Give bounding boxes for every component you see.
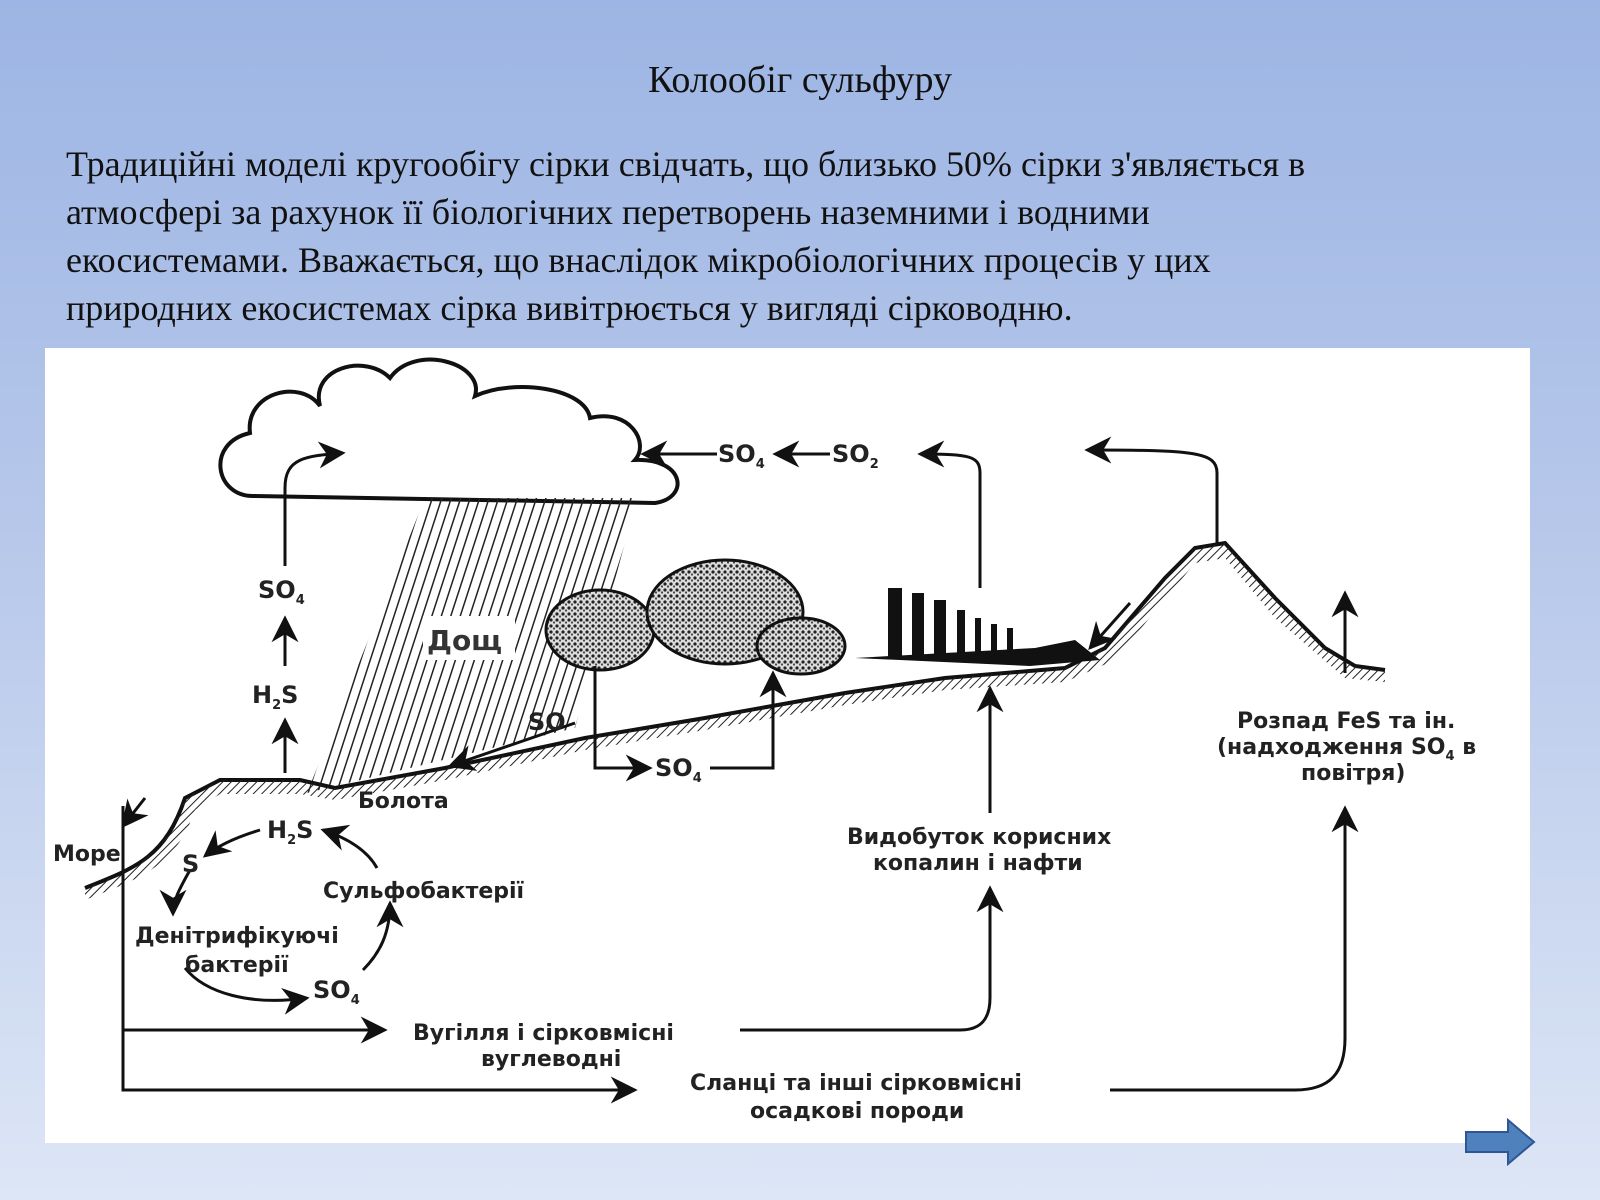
tree-icon	[755, 616, 847, 676]
cycle-arrow	[361, 900, 404, 972]
coal-label: Вугілля і сірковмісні	[413, 1021, 674, 1046]
paragraph-line: атмосфері за рахунок її біологічних пере…	[66, 192, 1150, 232]
cycle-arrow	[202, 828, 261, 858]
rain-label-bg	[423, 616, 515, 660]
denitrifying-bacteria-label: Денітрифікуючі	[135, 924, 339, 949]
mining-label: Видобуток корисних	[847, 825, 1111, 850]
flow-arrow	[710, 670, 787, 770]
chem-s-label: S	[182, 850, 199, 878]
chem-so4-label: SO4	[313, 976, 360, 1008]
decay-label: Розпад FeS та ін.	[1237, 709, 1455, 734]
sea-label: Море	[53, 842, 121, 867]
cycle-arrow	[159, 869, 192, 917]
chem-so-label: SO	[528, 708, 566, 736]
factory-icon	[855, 588, 1100, 666]
cycle-arrow	[320, 824, 379, 869]
flow-arrow	[1088, 602, 1132, 651]
mining-label: копалин і нафти	[873, 851, 1083, 876]
chem-so4-label: SO4	[258, 576, 305, 608]
coal-label: вуглеводні	[481, 1047, 621, 1072]
sulfobacteria-label: Сульфобактерії	[323, 879, 525, 904]
flow-arrow	[447, 721, 576, 771]
diagram-canvas: Дощ	[53, 357, 1476, 1124]
shale-label: осадкові породи	[750, 1099, 964, 1124]
chem-so4-label: SO4	[718, 440, 765, 472]
chem-so4-label: SO4	[655, 754, 702, 786]
flow-arrow	[121, 797, 149, 829]
flow-arrow	[1084, 436, 1219, 546]
tree-icon	[544, 588, 656, 672]
cloud-icon	[218, 357, 680, 506]
flow-arrow	[593, 666, 653, 782]
swamps-label: Болота	[358, 789, 449, 814]
arrow-right-icon	[1465, 1117, 1536, 1167]
decay-label: повітря)	[1301, 761, 1405, 786]
flow-arrow	[121, 806, 638, 1104]
flow-arrow	[917, 440, 982, 588]
chem-so2-label: SO2	[832, 440, 879, 472]
flow-arrow	[740, 885, 1004, 1032]
next-slide-button[interactable]	[1464, 1117, 1536, 1167]
terrain-hatching	[85, 543, 1385, 900]
flow-arrow	[283, 441, 346, 566]
shale-label: Сланці та інші сірковмісні	[690, 1071, 1022, 1096]
slide-paragraph: Традиційні моделі кругообігу сірки свідч…	[66, 140, 1466, 332]
denitrifying-bacteria-label: бактерії	[185, 953, 289, 978]
flow-arrow	[1110, 805, 1359, 1092]
sulfur-cycle-diagram: Дощ	[45, 348, 1530, 1143]
decay-label: (надходження SO4 в	[1217, 735, 1476, 764]
rain-label: Дощ	[427, 624, 502, 657]
paragraph-line: екосистемами. Вважається, що внаслідок м…	[66, 240, 1211, 280]
chem-h2s-label: H2S	[252, 681, 298, 713]
slide-title: Колообіг сульфуру	[647, 59, 953, 101]
paragraph-line: Традиційні моделі кругообігу сірки свідч…	[66, 144, 1306, 184]
paragraph-line: природних екосистемах сірка вивітрюється…	[66, 288, 1073, 328]
cycle-arrow	[183, 967, 310, 1015]
chem-h2s-label: H2S	[267, 816, 313, 848]
